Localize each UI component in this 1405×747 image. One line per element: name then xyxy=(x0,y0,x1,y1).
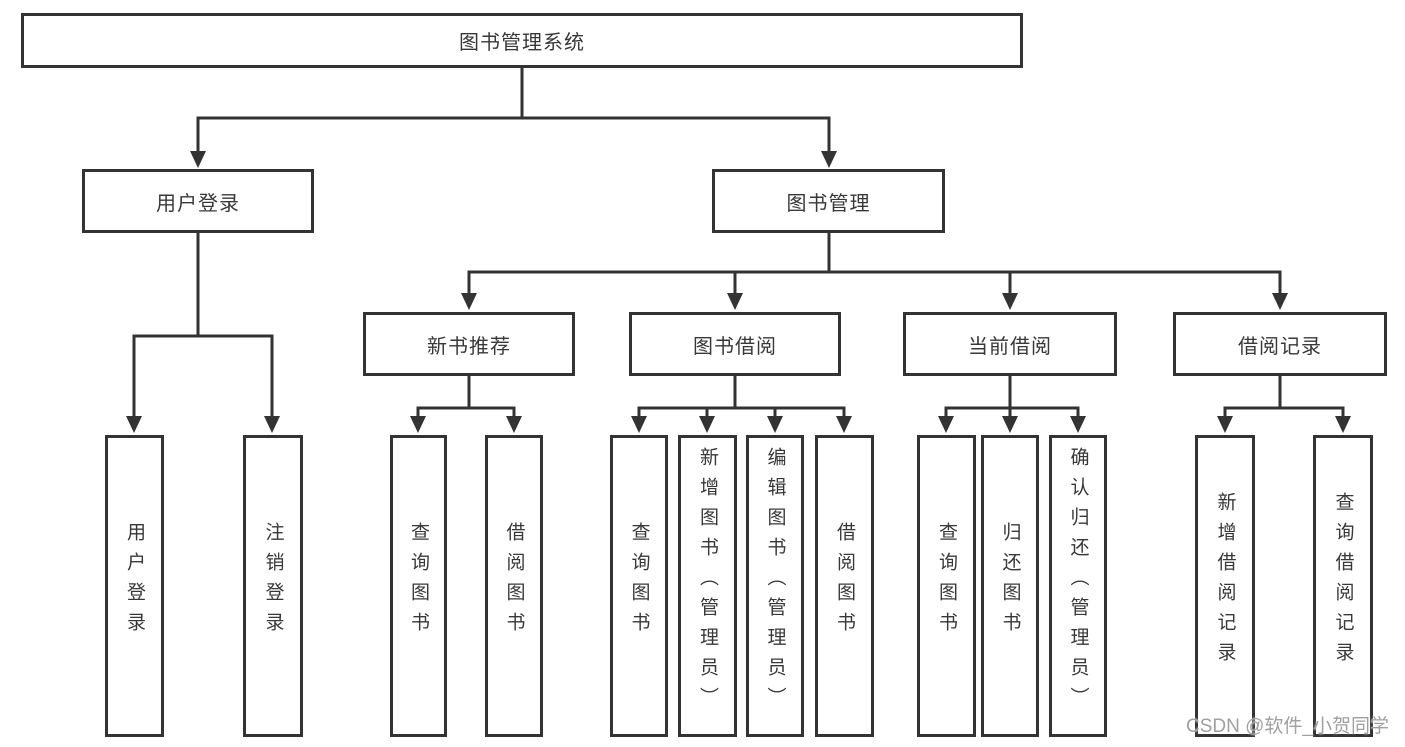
node-label: 查询借阅记录 xyxy=(1332,492,1354,672)
node-label: 归还图书 xyxy=(999,522,1021,642)
node-label: 用户登录 xyxy=(156,192,240,215)
node-label: 借阅记录 xyxy=(1238,335,1322,358)
node-label: 新书推荐 xyxy=(427,335,511,358)
node-label: 查询图书 xyxy=(936,522,957,642)
arrowhead-icon xyxy=(821,151,837,168)
node-label: 确认归还（管理员） xyxy=(1067,447,1089,717)
arrowhead-icon xyxy=(410,416,426,433)
arrowhead-icon xyxy=(461,293,477,310)
node-label: 用户登录 xyxy=(124,522,145,642)
leaf-user-login: 用户登录 xyxy=(105,435,164,737)
node-current-borrow: 当前借阅 xyxy=(903,312,1117,376)
node-label: 图书管理系统 xyxy=(459,32,585,54)
arrowhead-icon xyxy=(264,416,280,433)
arrowhead-icon xyxy=(1002,416,1018,433)
node-book-borrow: 图书借阅 xyxy=(629,312,841,376)
arrowhead-icon xyxy=(506,416,522,433)
leaf-add-book-admin: 新增图书（管理员） xyxy=(678,435,737,737)
arrowhead-icon xyxy=(938,416,954,433)
leaf-query-books-recommend: 查询图书 xyxy=(390,435,447,737)
node-borrow-records: 借阅记录 xyxy=(1173,312,1387,376)
arrowhead-icon xyxy=(190,151,206,168)
arrowhead-icon xyxy=(1002,293,1018,310)
node-label: 当前借阅 xyxy=(968,335,1052,358)
arrowhead-icon xyxy=(836,416,852,433)
node-label: 图书借阅 xyxy=(693,335,777,358)
node-label: 注销登录 xyxy=(262,522,284,642)
node-root-system: 图书管理系统 xyxy=(21,13,1023,68)
node-label: 查询图书 xyxy=(408,522,429,642)
node-label: 借阅图书 xyxy=(503,522,525,642)
leaf-query-books-borrow: 查询图书 xyxy=(610,435,668,737)
arrowhead-icon xyxy=(1335,416,1351,433)
node-label: 新增图书（管理员） xyxy=(697,447,718,717)
arrowheads xyxy=(126,151,1351,433)
arrowhead-icon xyxy=(727,293,743,310)
watermark-text: CSDN @软件_小贺同学 xyxy=(1186,716,1389,737)
node-label: 新增借阅记录 xyxy=(1214,492,1236,672)
node-user-login: 用户登录 xyxy=(82,169,314,233)
node-new-book-recommend: 新书推荐 xyxy=(363,312,575,376)
arrowhead-icon xyxy=(699,416,715,433)
arrowhead-icon xyxy=(1217,416,1233,433)
arrowhead-icon xyxy=(631,416,647,433)
arrowhead-icon xyxy=(126,416,142,433)
leaf-query-borrow-record: 查询借阅记录 xyxy=(1313,435,1373,737)
leaf-borrow-books: 借阅图书 xyxy=(815,435,874,737)
node-label: 图书管理 xyxy=(786,192,871,215)
connector-lines xyxy=(132,68,1345,421)
node-label: 查询图书 xyxy=(628,522,650,642)
leaf-add-borrow-record: 新增借阅记录 xyxy=(1195,435,1255,737)
arrowhead-icon xyxy=(1272,293,1288,310)
arrowhead-icon xyxy=(1070,416,1086,433)
leaf-query-books-current: 查询图书 xyxy=(917,435,976,737)
arrowhead-icon xyxy=(767,416,783,433)
leaf-logout: 注销登录 xyxy=(243,435,303,737)
node-book-management: 图书管理 xyxy=(712,169,945,233)
leaf-edit-book-admin: 编辑图书（管理员） xyxy=(746,435,804,737)
node-label: 编辑图书（管理员） xyxy=(764,447,786,717)
leaf-borrow-books-recommend: 借阅图书 xyxy=(485,435,543,737)
node-label: 借阅图书 xyxy=(834,522,855,642)
leaf-confirm-return-admin: 确认归还（管理员） xyxy=(1049,435,1107,737)
leaf-return-books: 归还图书 xyxy=(981,435,1039,737)
